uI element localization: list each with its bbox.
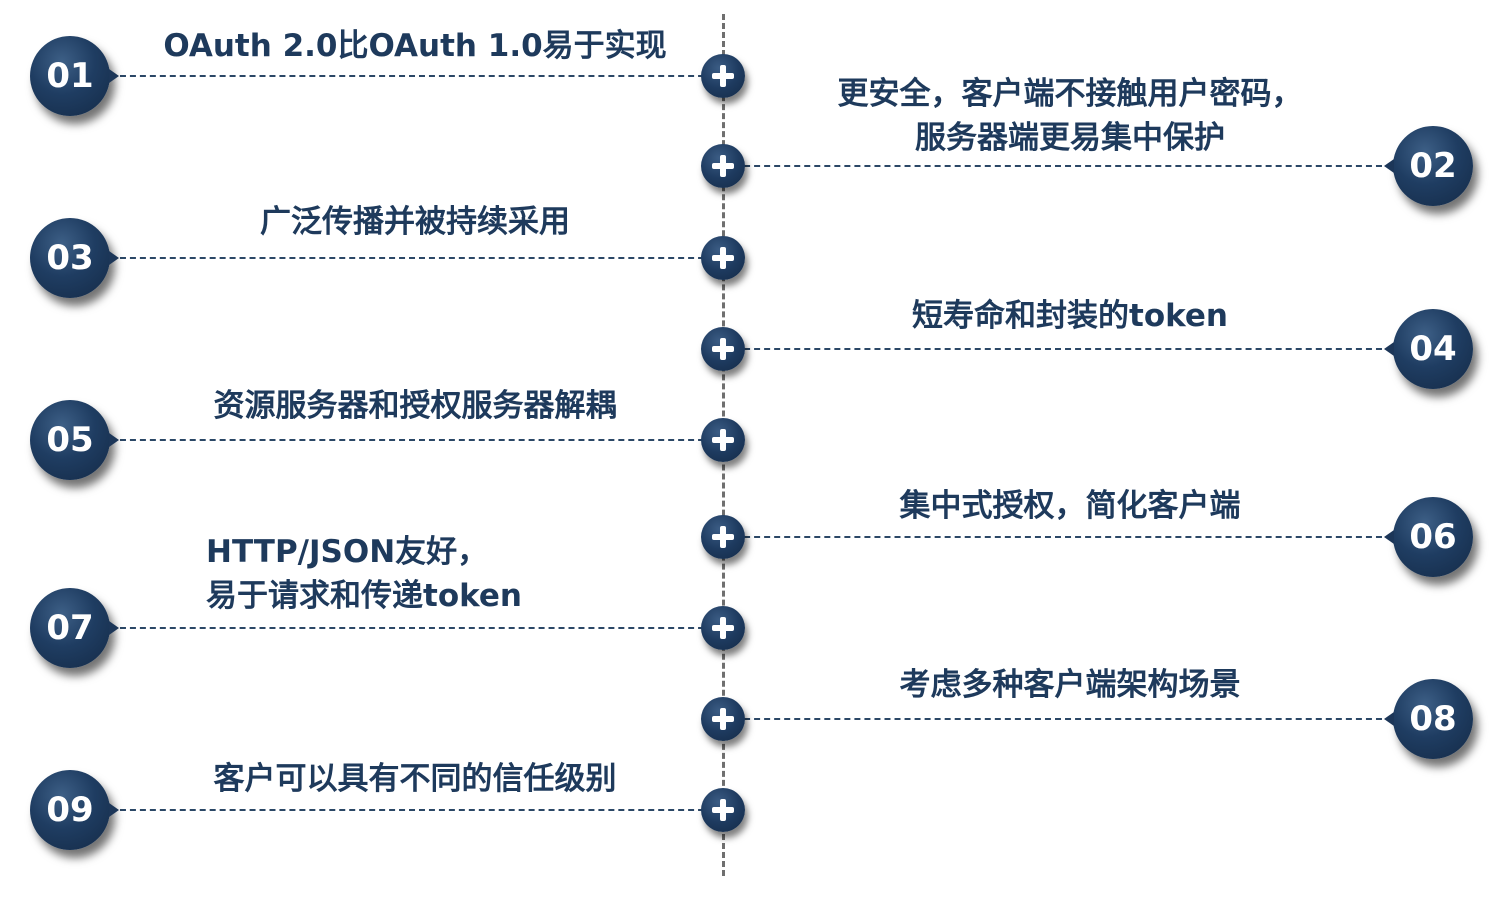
- plus-circle-icon: [701, 606, 745, 650]
- item-08-text: 考虑多种客户端架构场景: [899, 667, 1241, 703]
- number-badge: 09: [30, 770, 119, 850]
- plus-circle-icon: [701, 515, 745, 559]
- item-06-text: 集中式授权，简化客户端: [899, 488, 1241, 524]
- number-badge: 06: [1384, 497, 1473, 577]
- plus-circle-icon: [701, 54, 745, 98]
- plus-circle-icon: [701, 418, 745, 462]
- badge-number: 03: [46, 238, 94, 278]
- badge-number: 09: [46, 790, 94, 830]
- connector-line: [110, 439, 724, 441]
- number-badge: 04: [1384, 309, 1473, 389]
- number-badge: 01: [30, 36, 119, 116]
- number-badge: 08: [1384, 679, 1473, 759]
- plus-circle-icon: [701, 697, 745, 741]
- plus-circle-icon: [701, 144, 745, 188]
- badge-number: 04: [1409, 329, 1457, 369]
- item-04-text: 短寿命和封装的token: [912, 298, 1228, 334]
- connector-line: [110, 75, 724, 77]
- connector-line: [724, 718, 1392, 720]
- connector-line: [724, 348, 1392, 350]
- connector-line: [110, 627, 724, 629]
- badge-number: 06: [1409, 517, 1457, 557]
- number-badge: 07: [30, 588, 119, 668]
- number-badge: 03: [30, 218, 119, 298]
- number-badge: 02: [1384, 126, 1473, 206]
- badge-number: 05: [46, 420, 94, 460]
- plus-circle-icon: [701, 236, 745, 280]
- badge-number: 08: [1409, 699, 1457, 739]
- item-07-text: HTTP/JSON友好， 易于请求和传递token: [206, 534, 522, 614]
- item-05-text: 资源服务器和授权服务器解耦: [213, 388, 617, 424]
- connector-line: [724, 536, 1392, 538]
- badge-number: 07: [46, 608, 94, 648]
- number-badge: 05: [30, 400, 119, 480]
- item-03-text: 广泛传播并被持续采用: [260, 204, 570, 240]
- plus-circle-icon: [701, 327, 745, 371]
- item-09-text: 客户可以具有不同的信任级别: [213, 761, 617, 797]
- connector-line: [724, 165, 1392, 167]
- item-02-text: 更安全，客户端不接触用户密码， 服务器端更易集中保护: [837, 76, 1303, 156]
- connector-line: [110, 809, 724, 811]
- badge-number: 01: [46, 56, 94, 96]
- item-01-text: OAuth 2.0比OAuth 1.0易于实现: [163, 28, 667, 64]
- badge-number: 02: [1409, 146, 1457, 186]
- connector-line: [110, 257, 724, 259]
- plus-circle-icon: [701, 788, 745, 832]
